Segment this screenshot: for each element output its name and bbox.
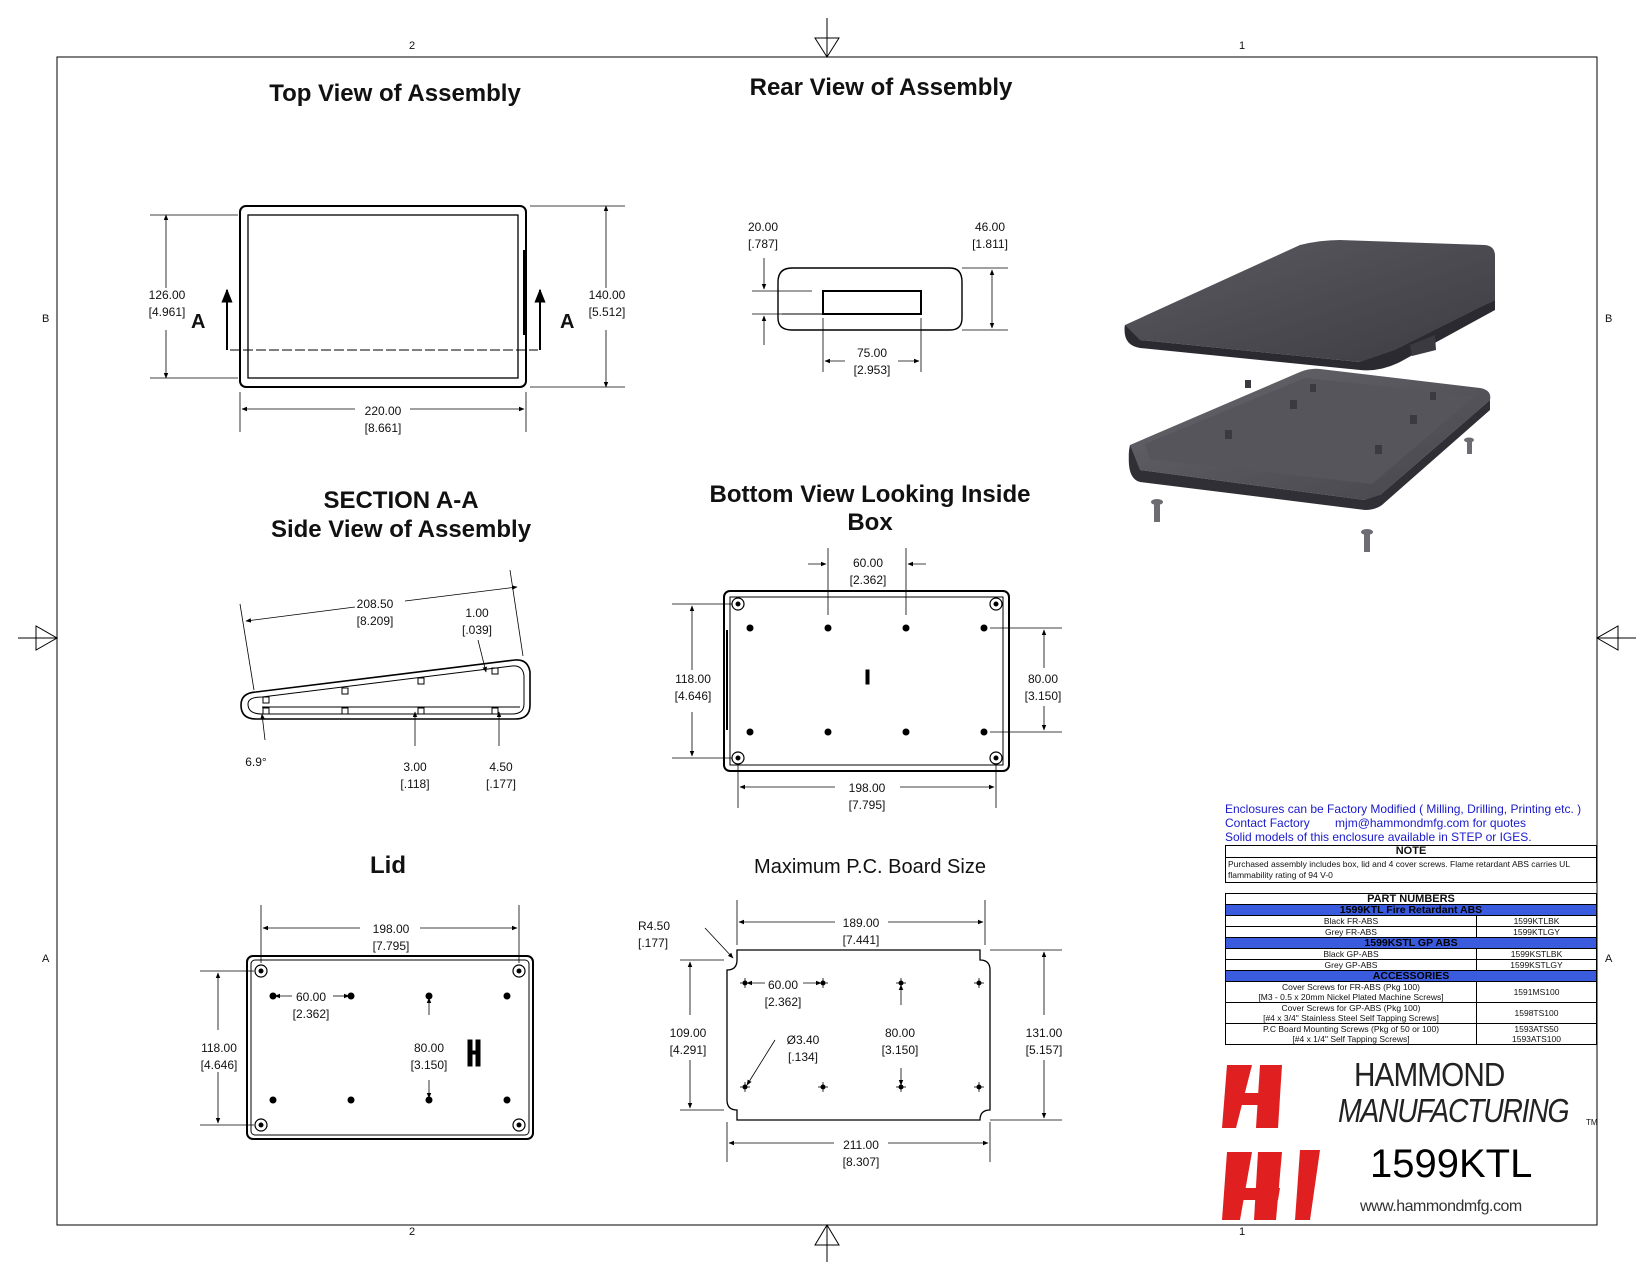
section-mark-right: A bbox=[560, 311, 575, 333]
zone-label-right-b: B bbox=[1605, 313, 1613, 325]
part-number: 1591MS100 bbox=[1476, 981, 1597, 1003]
part-desc: Black FR-ABS bbox=[1225, 915, 1477, 927]
table-row: Cover Screws for GP-ABS (Pkg 100)[#4 x 3… bbox=[1225, 1002, 1597, 1024]
group-accessories: ACCESSORIES bbox=[1225, 970, 1597, 982]
rear-view-drawing bbox=[752, 258, 1008, 372]
info-line-models: Solid models of this enclosure available… bbox=[1225, 830, 1532, 844]
section-view-drawing bbox=[239, 569, 531, 746]
top-view-dim-height-outer: 140.00 [5.512] bbox=[588, 288, 626, 319]
brand-manufacturing: MANUFACTURING bbox=[1338, 1092, 1570, 1129]
hammond-logo-mark bbox=[1222, 1065, 1320, 1220]
zone-label-top-2: 2 bbox=[409, 40, 416, 52]
bottom-view-title-line2: Box bbox=[847, 509, 893, 536]
part-number: 1599KTLBK bbox=[1476, 915, 1597, 927]
brand-hammond: HAMMOND bbox=[1354, 1056, 1505, 1093]
pcb-dim-outer-width: 211.00 [8.307] bbox=[842, 1138, 880, 1169]
part-number: 1599KTLGY bbox=[1476, 926, 1597, 938]
top-view-dim-width: 220.00 [8.661] bbox=[364, 404, 402, 435]
zone-label-left-b: B bbox=[42, 313, 50, 325]
top-view-title: Top View of Assembly bbox=[269, 80, 521, 107]
note-text: Purchased assembly includes box, lid and… bbox=[1228, 859, 1570, 880]
lid-dim-width: 198.00 [7.795] bbox=[372, 922, 410, 953]
lid-dim-height: 118.00 [4.646] bbox=[200, 1041, 238, 1072]
isometric-render bbox=[1124, 240, 1495, 552]
website-url[interactable]: www.hammondmfg.com bbox=[1360, 1198, 1522, 1215]
lid-dim-pitch: 60.00 [2.362] bbox=[292, 990, 330, 1021]
part-numbers-title: PART NUMBERS bbox=[1225, 893, 1597, 905]
pcb-dim-inner-height: 109.00 [4.291] bbox=[669, 1026, 707, 1057]
section-view-subtitle: Side View of Assembly bbox=[270, 516, 532, 543]
part-desc: Black GP-ABS bbox=[1225, 948, 1477, 960]
zone-label-bottom-1: 1 bbox=[1239, 1226, 1246, 1238]
bottom-dim-width: 198.00 [7.795] bbox=[848, 781, 886, 812]
group-fr-abs: 1599KTL Fire Retardant ABS bbox=[1225, 904, 1597, 916]
info-line-modify: Enclosures can be Factory Modified ( Mil… bbox=[1225, 802, 1582, 816]
pcb-dim-hole: Ø3.40 [.134] bbox=[786, 1033, 820, 1064]
rear-view-dim-right: 46.00 [1.811] bbox=[972, 220, 1008, 251]
table-row: Cover Screws for FR-ABS (Pkg 100)[M3 - 0… bbox=[1225, 981, 1597, 1003]
part-desc: Grey GP-ABS bbox=[1225, 959, 1477, 971]
info-line-contact: Contact Factory mjm@hammondmfg.com for q… bbox=[1225, 816, 1526, 830]
part-desc: P.C Board Mounting Screws (Pkg of 50 or … bbox=[1225, 1023, 1477, 1045]
top-view-dim-height-inner: 126.00 [4.961] bbox=[148, 288, 186, 319]
rear-view-title: Rear View of Assembly bbox=[749, 74, 1013, 101]
part-desc: Cover Screws for GP-ABS (Pkg 100)[#4 x 3… bbox=[1225, 1002, 1477, 1024]
section-mark-left: A bbox=[191, 311, 206, 333]
contact-email[interactable]: mjm@hammondmfg.com for quotes bbox=[1335, 816, 1526, 830]
lid-drawing bbox=[200, 905, 534, 1140]
section-dim-length: 208.50 [8.209] bbox=[356, 597, 394, 628]
pcb-dim-rows: 80.00 [3.150] bbox=[881, 1026, 919, 1057]
lid-title: Lid bbox=[370, 852, 406, 879]
zone-label-bottom-2: 2 bbox=[409, 1226, 416, 1238]
bottom-dim-height: 118.00 [4.646] bbox=[674, 672, 712, 703]
rear-view-dim-left: 20.00 [.787] bbox=[747, 220, 779, 251]
table-row: P.C Board Mounting Screws (Pkg of 50 or … bbox=[1225, 1023, 1597, 1045]
bottom-view-title: Bottom View Looking Inside bbox=[709, 481, 1031, 508]
group-gp-abs: 1599KSTL GP ABS bbox=[1225, 937, 1597, 949]
top-view-drawing bbox=[150, 205, 625, 432]
brand-tm: TM bbox=[1586, 1118, 1598, 1127]
zone-label-top-1: 1 bbox=[1239, 40, 1246, 52]
pcb-title: Maximum P.C. Board Size bbox=[754, 856, 986, 878]
pcb-dim-outer-height: 131.00 [5.157] bbox=[1025, 1026, 1063, 1057]
lid-dim-rows: 80.00 [3.150] bbox=[410, 1041, 448, 1072]
note-title: NOTE bbox=[1226, 846, 1596, 858]
zone-label-left-a: A bbox=[42, 953, 50, 965]
section-dim-boss-2: 4.50 [.177] bbox=[485, 760, 517, 791]
pcb-drawing bbox=[680, 900, 1062, 1162]
pcb-dim-inner-width: 189.00 [7.441] bbox=[842, 916, 880, 947]
pcb-dim-pitch: 60.00 [2.362] bbox=[764, 978, 802, 1009]
bottom-dim-rows: 80.00 [3.150] bbox=[1024, 672, 1062, 703]
zone-label-right-a: A bbox=[1605, 953, 1613, 965]
contact-label: Contact Factory bbox=[1225, 816, 1310, 830]
centering-marks bbox=[18, 18, 1636, 1262]
section-dim-angle: 6.9° bbox=[245, 755, 267, 769]
section-dim-boss-1: 3.00 [.118] bbox=[400, 760, 430, 791]
section-view-title: SECTION A-A bbox=[323, 487, 479, 514]
model-number: 1599KTL bbox=[1370, 1142, 1533, 1186]
section-dim-wall: 1.00 [.039] bbox=[461, 606, 493, 637]
rear-view-dim-cutout: 75.00 [2.953] bbox=[853, 346, 891, 377]
part-number: 1598TS100 bbox=[1476, 1002, 1597, 1024]
pcb-dim-radius: R4.50 [.177] bbox=[638, 919, 671, 950]
part-numbers-table: PART NUMBERS 1599KTL Fire Retardant ABS … bbox=[1225, 893, 1597, 1045]
note-box: NOTE Purchased assembly includes box, li… bbox=[1225, 845, 1597, 883]
part-desc: Grey FR-ABS bbox=[1225, 926, 1477, 938]
part-number: 1599KSTLBK bbox=[1476, 948, 1597, 960]
part-number: 1599KSTLGY bbox=[1476, 959, 1597, 971]
part-desc: Cover Screws for FR-ABS (Pkg 100)[M3 - 0… bbox=[1225, 981, 1477, 1003]
bottom-dim-pitch: 60.00 [2.362] bbox=[849, 556, 887, 587]
bottom-view-drawing bbox=[672, 548, 1062, 808]
